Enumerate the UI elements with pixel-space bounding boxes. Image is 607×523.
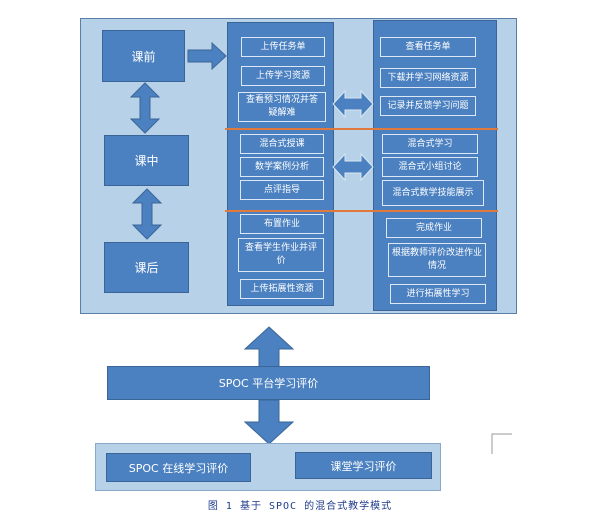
student-post-label-3: 进行拓展性学习 <box>406 288 470 299</box>
student-in-item-3: 混合式数学技能展示 <box>382 180 484 206</box>
teacher-in-label-1: 混合式授课 <box>259 138 305 149</box>
platform-eval-bar: SPOC 平台学习评价 <box>107 366 430 400</box>
teacher-pre-label-2: 上传学习资源 <box>255 70 310 81</box>
separator-bottom <box>225 210 498 212</box>
student-post-item-1: 完成作业 <box>386 218 482 238</box>
teacher-post-item-1: 布置作业 <box>240 214 324 234</box>
stage-arrow-2 <box>131 188 163 240</box>
teacher-post-item-3: 上传拓展性资源 <box>240 279 324 299</box>
teacher-in-label-3: 点评指导 <box>263 184 300 195</box>
teacher-in-label-2: 数学案例分析 <box>254 161 309 172</box>
stage-pre-class-label: 课前 <box>131 49 156 64</box>
student-pre-label-3: 记录并反馈学习问题 <box>387 100 469 111</box>
teacher-pre-item-2: 上传学习资源 <box>241 66 325 86</box>
teacher-post-label-3: 上传拓展性资源 <box>250 283 314 294</box>
panel-to-platform-arrow <box>243 326 295 368</box>
teacher-in-item-1: 混合式授课 <box>240 134 324 154</box>
figure-caption: 图 1 基于 SPOC 的混合式教学模式 <box>100 497 500 513</box>
teacher-post-item-2: 查看学生作业并评价 <box>238 238 324 272</box>
stage-arrow-1 <box>129 82 161 134</box>
student-pre-label-2: 下载并学习网络资源 <box>387 72 469 83</box>
student-pre-label-1: 查看任务单 <box>405 41 451 52</box>
teacher-in-item-2: 数学案例分析 <box>240 157 324 177</box>
student-pre-item-1: 查看任务单 <box>380 37 476 57</box>
student-post-item-3: 进行拓展性学习 <box>390 284 486 304</box>
student-post-item-2: 根据教师评价改进作业情况 <box>388 243 486 277</box>
student-in-label-2: 混合式小组讨论 <box>398 161 462 172</box>
stage-post-class-label: 课后 <box>134 261 159 275</box>
teacher-pre-label-1: 上传任务单 <box>260 41 306 52</box>
student-post-label-1: 完成作业 <box>415 222 452 233</box>
platform-to-bottom-arrow <box>243 399 295 445</box>
teacher-post-label-1: 布置作业 <box>263 218 300 229</box>
stage-in-class: 课中 <box>104 135 189 186</box>
student-in-item-2: 混合式小组讨论 <box>382 157 478 177</box>
classroom-eval-label: 课堂学习评价 <box>330 459 397 473</box>
student-in-label-3: 混合式数学技能展示 <box>392 187 474 198</box>
online-eval-box: SPOC 在线学习评价 <box>106 453 251 482</box>
teacher-post-label-2: 查看学生作业并评价 <box>244 243 317 266</box>
stage-to-teacher-arrow <box>187 41 227 71</box>
corner-mark <box>491 433 512 454</box>
online-eval-label: SPOC 在线学习评价 <box>128 461 229 475</box>
platform-eval-label: SPOC 平台学习评价 <box>218 377 319 390</box>
teacher-pre-item-1: 上传任务单 <box>241 37 325 57</box>
teacher-in-item-3: 点评指导 <box>240 180 324 200</box>
teacher-pre-item-3: 查看预习情况并答疑解难 <box>238 92 326 122</box>
figure-caption-text: 图 1 基于 SPOC 的混合式教学模式 <box>207 501 393 512</box>
classroom-eval-box: 课堂学习评价 <box>295 452 432 479</box>
student-post-label-2: 根据教师评价改进作业情况 <box>392 248 483 271</box>
teacher-pre-label-3: 查看预习情况并答疑解难 <box>245 95 318 118</box>
student-pre-item-2: 下载并学习网络资源 <box>380 68 476 88</box>
pre-class-exchange-arrow <box>332 89 374 119</box>
stage-in-class-label: 课中 <box>134 154 159 168</box>
student-pre-item-3: 记录并反馈学习问题 <box>380 96 476 116</box>
stage-pre-class: 课前 <box>102 30 185 82</box>
separator-top <box>225 128 498 130</box>
in-class-exchange-arrow <box>332 152 374 182</box>
stage-post-class: 课后 <box>104 242 189 293</box>
student-in-label-1: 混合式学习 <box>407 138 453 149</box>
student-in-item-1: 混合式学习 <box>382 134 478 154</box>
